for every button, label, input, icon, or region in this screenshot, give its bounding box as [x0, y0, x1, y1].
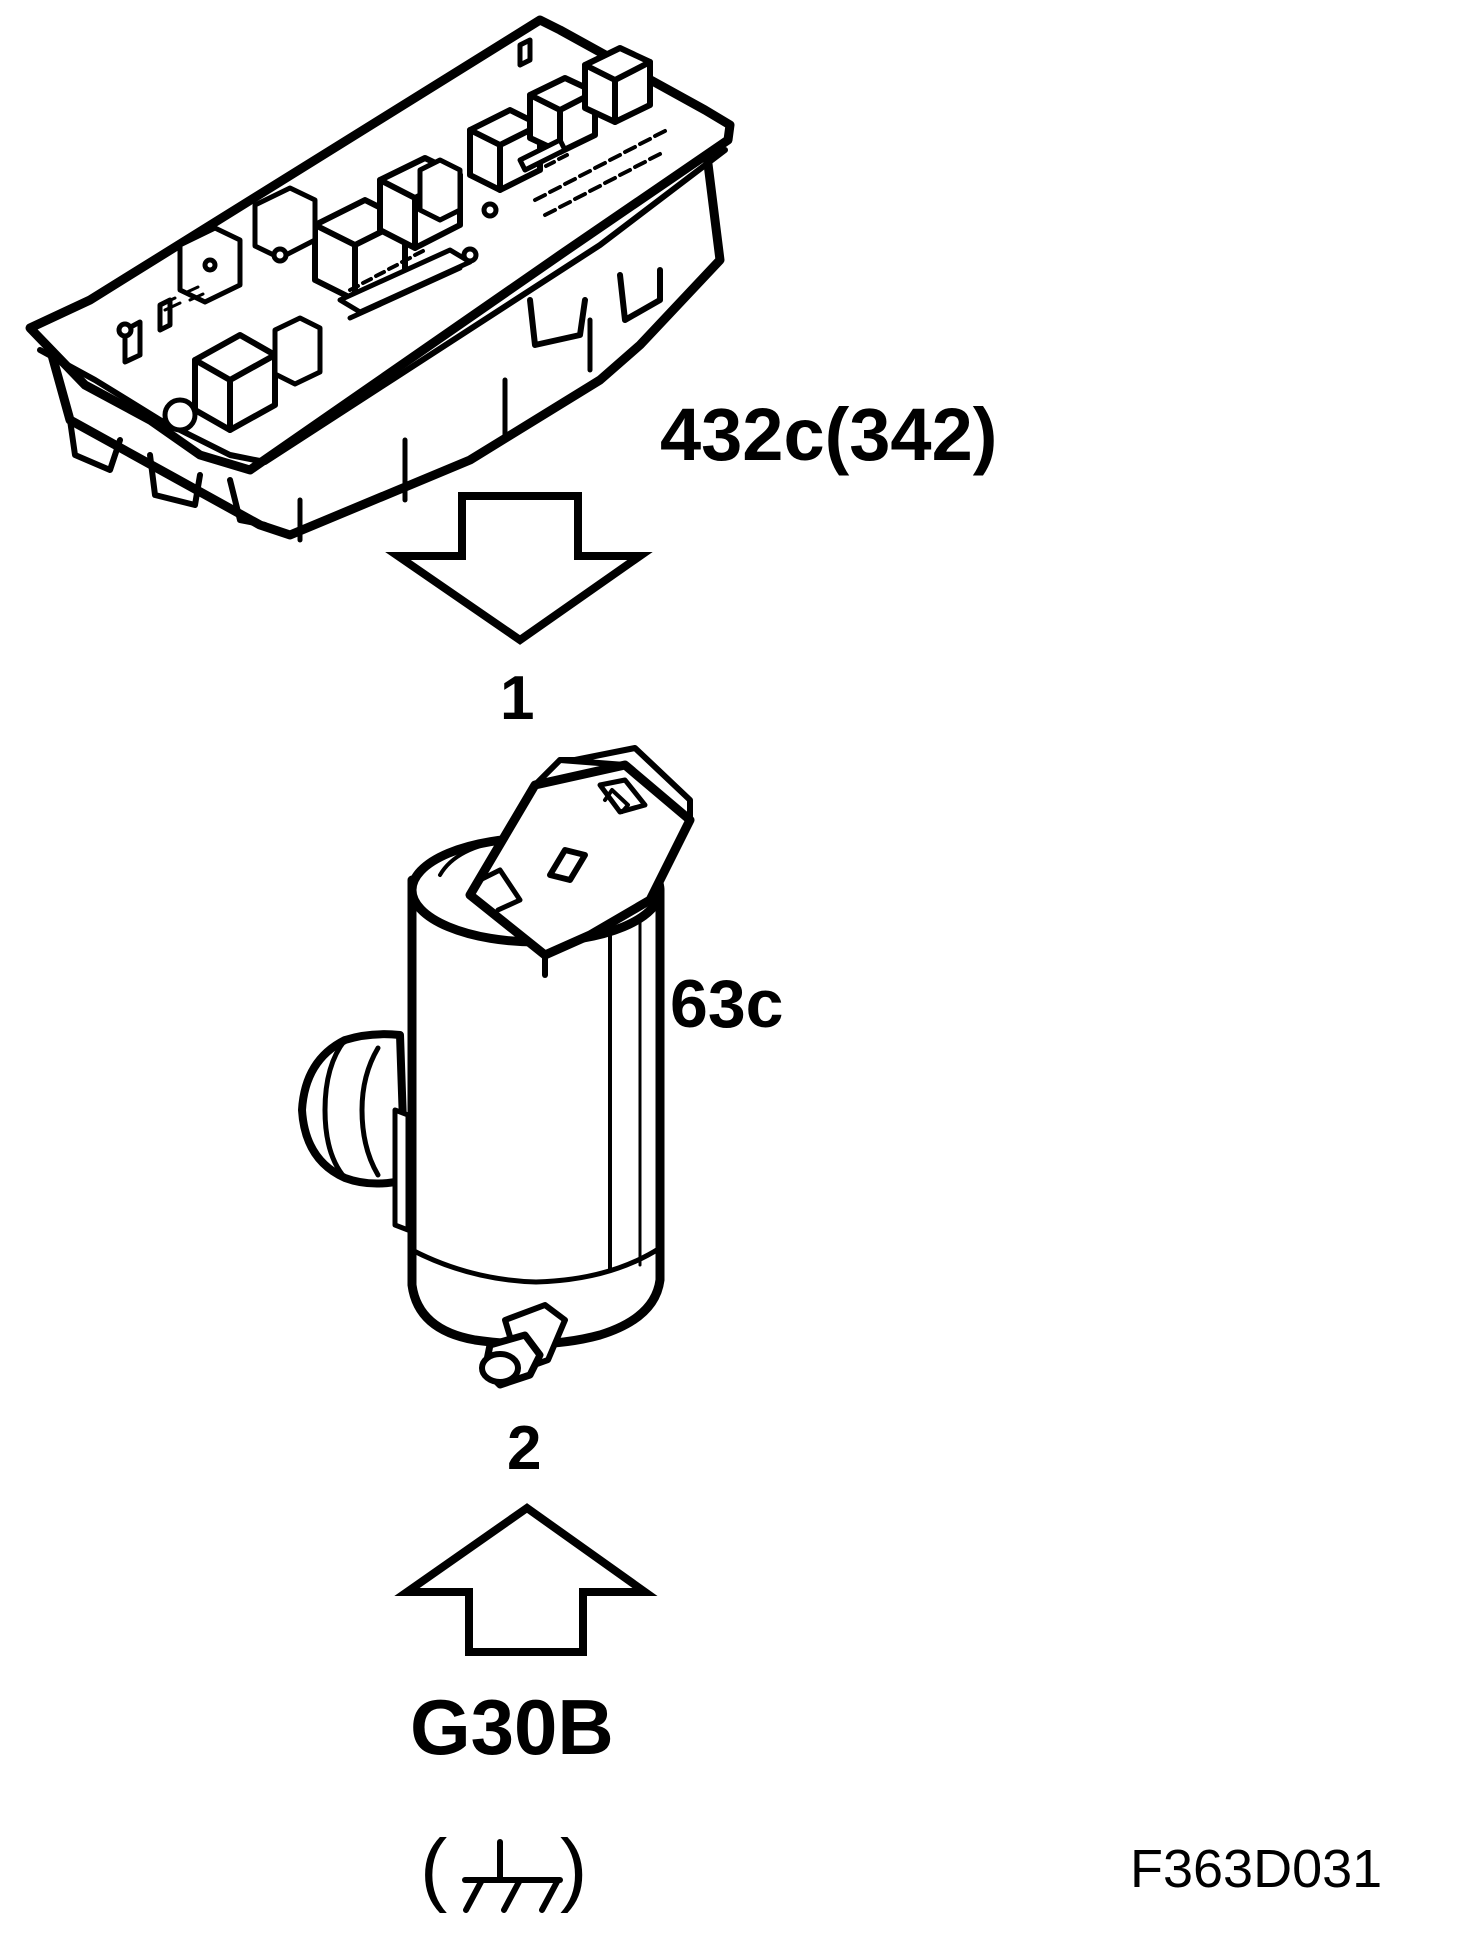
arrow-ground-to-pin2	[394, 1503, 658, 1656]
ground-symbol-close-paren: )	[560, 1823, 588, 1914]
figure-id: F363D031	[1130, 1839, 1383, 1899]
arrow-fusebox-to-pin1	[385, 492, 653, 645]
washer-pump-icon	[298, 745, 695, 1389]
chassis-ground-icon	[462, 1839, 563, 1913]
ground-symbol-open-paren: (	[420, 1823, 448, 1914]
component-label-pump: 63c	[670, 966, 784, 1042]
component-label-fuse-box: 432c(342)	[660, 393, 998, 476]
pin-label-2: 2	[507, 1414, 542, 1483]
ground-point-label: G30B	[410, 1683, 614, 1771]
pin-label-1: 1	[500, 664, 535, 733]
fuse-relay-box-icon	[25, 15, 735, 543]
